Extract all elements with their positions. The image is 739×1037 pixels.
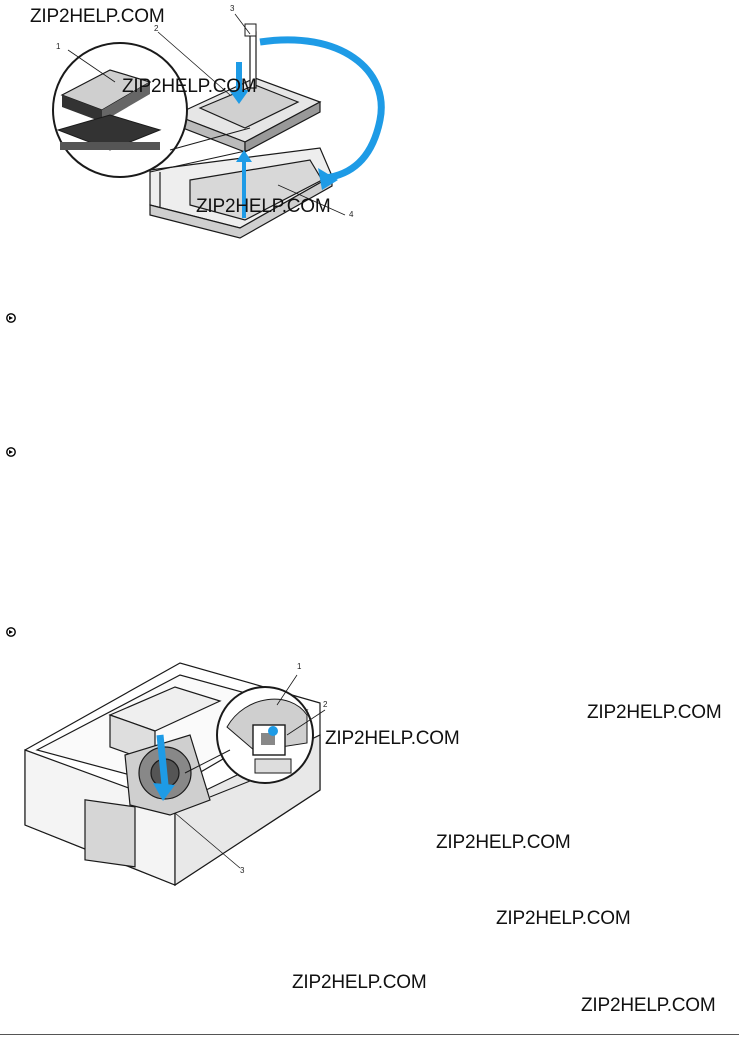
callout-1: 1 bbox=[297, 662, 302, 671]
notice-icon bbox=[6, 313, 16, 323]
callout-3: 3 bbox=[230, 4, 235, 13]
watermark: ZIP2HELP.COM bbox=[196, 196, 331, 217]
callout-3: 3 bbox=[240, 866, 245, 875]
bottom-divider bbox=[0, 1034, 739, 1035]
processor-install-figure bbox=[52, 13, 385, 239]
watermark: ZIP2HELP.COM bbox=[581, 995, 716, 1016]
callout-2: 2 bbox=[323, 700, 328, 709]
watermark: ZIP2HELP.COM bbox=[30, 6, 165, 27]
watermark: ZIP2HELP.COM bbox=[436, 832, 571, 853]
notice-icon bbox=[6, 447, 16, 457]
motion-arrows bbox=[229, 36, 385, 218]
socket-illustration bbox=[149, 147, 333, 239]
callout-1: 1 bbox=[56, 42, 61, 51]
watermark: ZIP2HELP.COM bbox=[496, 908, 631, 929]
watermark: ZIP2HELP.COM bbox=[122, 76, 257, 97]
watermark: ZIP2HELP.COM bbox=[292, 972, 427, 993]
rotate-arrow bbox=[153, 734, 175, 801]
chassis-figure bbox=[24, 662, 326, 887]
processor-illustration bbox=[173, 77, 322, 153]
notice-icon bbox=[6, 627, 16, 637]
watermark: ZIP2HELP.COM bbox=[587, 702, 722, 723]
watermark: ZIP2HELP.COM bbox=[325, 728, 460, 749]
callout-2: 2 bbox=[154, 24, 159, 33]
pin-detail-magnifier bbox=[52, 42, 251, 178]
callout-4: 4 bbox=[349, 210, 354, 219]
latch-detail-magnifier bbox=[184, 686, 314, 798]
